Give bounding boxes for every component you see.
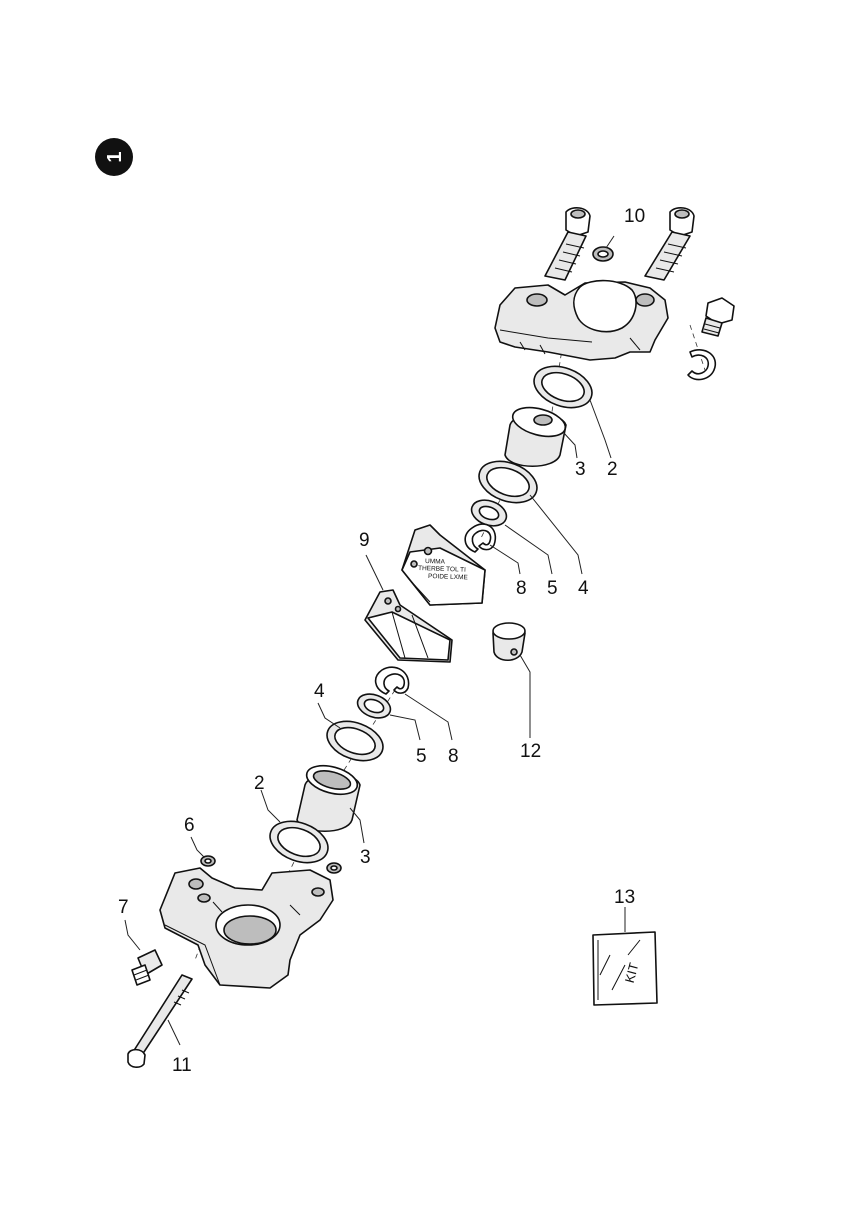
- item-5-ring-upper: [470, 499, 508, 527]
- callout-3-upper: 3: [575, 459, 586, 480]
- kit-label: KIT: [622, 961, 642, 984]
- callout-6: 6: [184, 815, 195, 836]
- item-3-piston-lower: [296, 764, 361, 832]
- item-10-washer: [592, 246, 614, 262]
- callout-5-lower: 5: [416, 746, 427, 767]
- upper-bolt-left: [544, 207, 591, 281]
- section-badge: 1: [95, 138, 133, 176]
- lower-caliper-body: [159, 867, 334, 989]
- item-6-washer-right: [326, 862, 342, 874]
- callout-4-lower: 4: [314, 681, 325, 702]
- assembly-axis-lines: [194, 299, 706, 961]
- retaining-clip-upper: [687, 349, 717, 381]
- bleed-screw-upper: [701, 297, 735, 337]
- item-7-bleed-nipple: [131, 949, 163, 986]
- upper-bolt-right: [644, 207, 695, 281]
- pad-marking-line1: UMMA: [425, 558, 446, 566]
- callout-4-upper: 4: [578, 578, 589, 599]
- item-13-kit-bag: KIT: [592, 931, 658, 1006]
- callout-12: 12: [520, 741, 541, 762]
- callout-10: 10: [624, 206, 645, 227]
- callout-11: 11: [172, 1055, 192, 1076]
- leader-lines: [124, 235, 626, 1046]
- item-2-seal-upper: [533, 365, 593, 409]
- item-2-seal-lower: [269, 820, 329, 864]
- item-4-seal-upper: [478, 460, 538, 504]
- pad-marking-line2: THERBE TOL TI: [418, 565, 466, 574]
- callout-2-lower: 2: [254, 773, 265, 794]
- callout-3-lower: 3: [360, 847, 371, 868]
- item-8-clip-upper: [464, 523, 497, 553]
- item-8-clip-lower: [374, 666, 410, 695]
- callout-9: 9: [359, 530, 370, 551]
- callout-2-upper: 2: [607, 459, 618, 480]
- brake-pad-upper: UMMA THERBE TOL TI POIDE LXME: [401, 524, 486, 606]
- item-12-bushing: [492, 622, 526, 662]
- upper-caliper-body: [494, 279, 669, 361]
- item-5-ring-lower: [356, 693, 392, 719]
- pad-marking-line3: POIDE LXME: [428, 573, 469, 581]
- callout-8-lower: 8: [448, 746, 459, 767]
- callout-labels: 10 3 2 9 8 5 4 12 4 5 8 2 6 3 7 11 13: [118, 206, 645, 1076]
- callout-8-upper: 8: [516, 578, 527, 599]
- callout-13: 13: [614, 887, 635, 908]
- item-3-piston-upper: [504, 406, 567, 467]
- brake-pad-lower: [364, 589, 453, 663]
- item-11-long-bolt: [127, 974, 193, 1068]
- callout-5-upper: 5: [547, 578, 558, 599]
- callout-7: 7: [118, 897, 129, 918]
- section-badge-label: 1: [104, 151, 126, 162]
- item-4-seal-lower: [326, 720, 384, 762]
- item-6-washer-left: [200, 855, 216, 867]
